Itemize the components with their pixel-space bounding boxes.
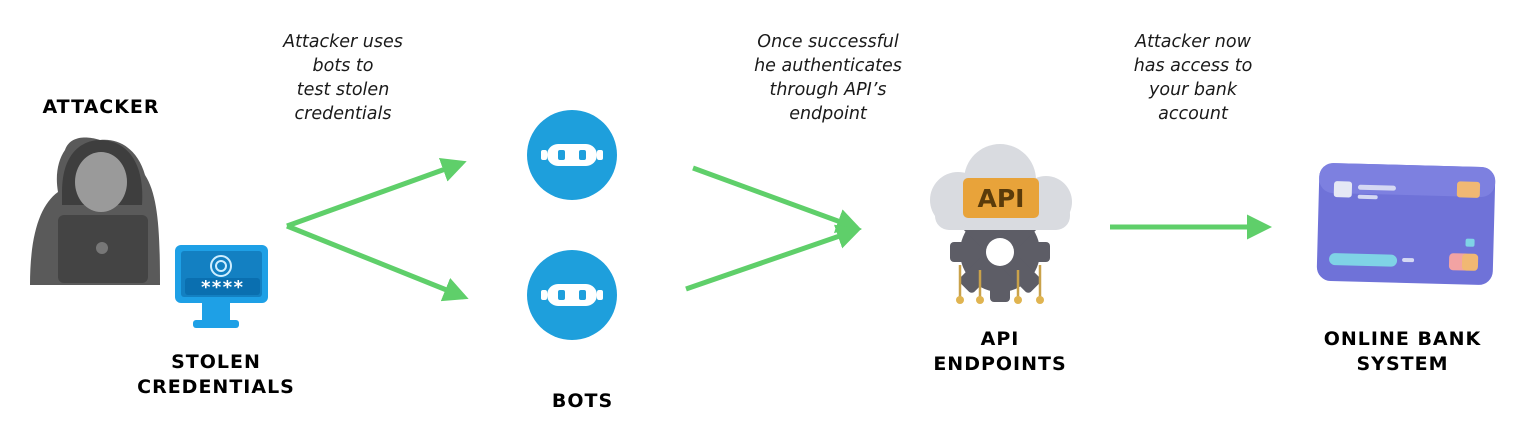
- arrow-to-top-bot: [286, 158, 467, 229]
- robot-face-icon: [527, 250, 617, 340]
- arrow-top-bot-to-api: [692, 165, 862, 233]
- credentials-screen-text: ****: [200, 277, 243, 298]
- api-endpoints-label: API ENDPOINTS: [933, 328, 1067, 375]
- bots-label: BOTS: [551, 390, 614, 412]
- api-badge-text: API: [978, 184, 1025, 213]
- stolen-credentials-label: STOLEN CREDENTIALS: [137, 351, 295, 398]
- attacker-label: ATTACKER: [42, 96, 160, 118]
- bots-step-note: Attacker uses bots to test stolen creden…: [283, 32, 403, 124]
- bank-step-note: Attacker now has access to your bank acc…: [1133, 32, 1253, 124]
- api-step-note: Once successful he authenticates through…: [754, 32, 902, 124]
- robot-face-icon: [527, 110, 617, 200]
- arrow-bottom-bot-to-api: [685, 224, 862, 292]
- arrow-to-bottom-bot: [286, 223, 469, 302]
- online-bank-system-label: ONLINE BANK SYSTEM: [1323, 328, 1482, 375]
